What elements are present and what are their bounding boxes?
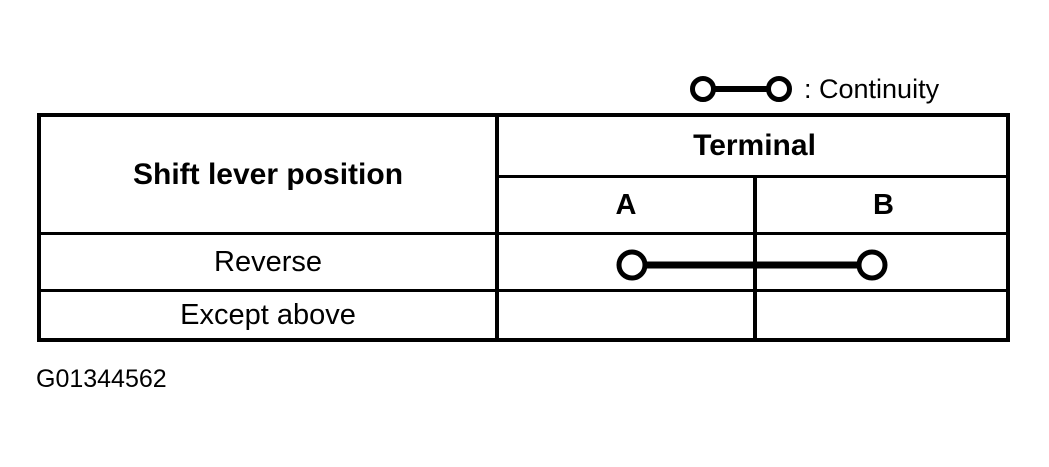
table-divider-under-header — [41, 232, 1006, 235]
legend: : Continuity — [686, 70, 939, 108]
continuity-table: Shift lever position Terminal A B Revers… — [37, 113, 1010, 342]
header-shift-lever-position: Shift lever position — [41, 117, 495, 232]
table-divider-under-terminal — [495, 175, 1010, 178]
header-terminal-group: Terminal — [499, 117, 1010, 175]
header-terminal-b: B — [757, 178, 1010, 232]
legend-label: : Continuity — [804, 74, 940, 104]
cell-reverse-terminal-a — [499, 235, 753, 289]
header-terminal-b-label: B — [873, 188, 894, 221]
table-divider-between-rows — [41, 289, 1006, 292]
cell-reverse-terminal-b — [757, 235, 1010, 289]
table-row: Except above — [41, 292, 495, 338]
header-terminal-a-label: A — [615, 188, 637, 221]
figure-caption-id: G01344562 — [36, 365, 167, 393]
header-shift-lever-position-label: Shift lever position — [132, 157, 404, 191]
table-divider-vertical-main — [495, 117, 499, 338]
header-terminal-group-label: Terminal — [693, 129, 816, 162]
table-divider-vertical-ab — [753, 175, 757, 338]
continuity-symbol-icon — [686, 76, 796, 102]
cell-except-above-terminal-b — [757, 292, 1010, 338]
row-label-except-above: Except above — [180, 298, 356, 331]
row-label-reverse: Reverse — [214, 245, 322, 278]
table-row: Reverse — [41, 235, 495, 289]
header-terminal-a: A — [499, 178, 753, 232]
cell-except-above-terminal-a — [499, 292, 753, 338]
